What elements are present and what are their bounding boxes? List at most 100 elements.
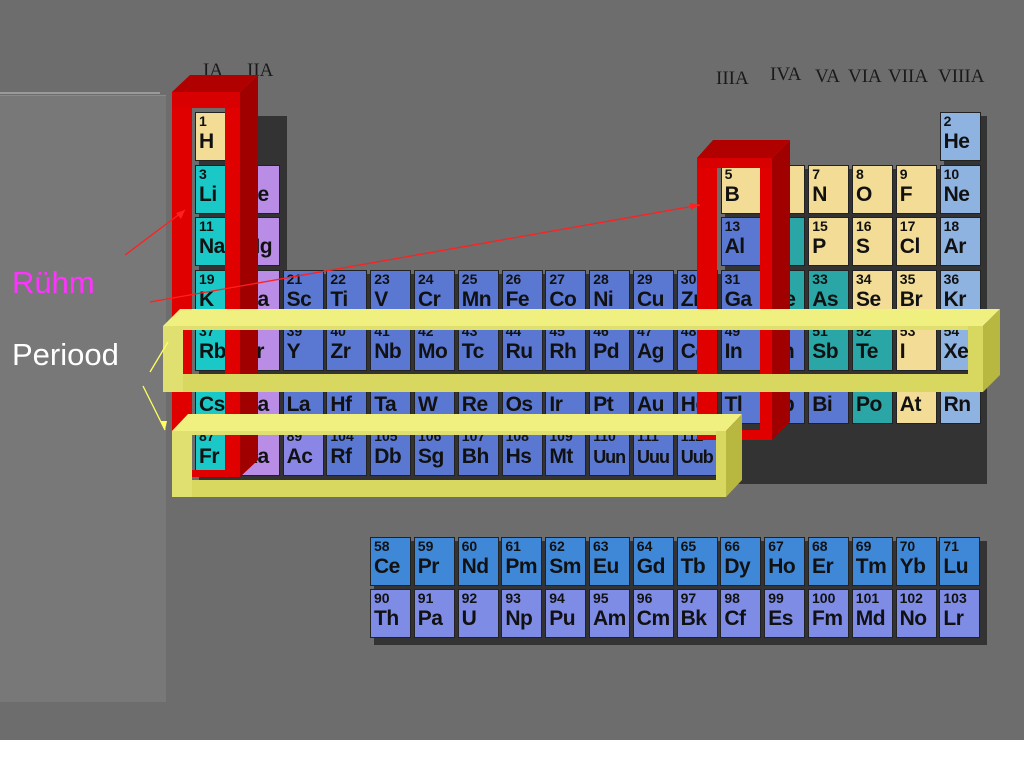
left-panel	[0, 95, 166, 702]
element-symbol: Nb	[374, 340, 402, 363]
element-symbol: Ca	[242, 287, 269, 311]
element-symbol: H	[199, 130, 214, 153]
element-symbol: Ta	[374, 392, 397, 416]
element-symbol: No	[899, 607, 928, 630]
element-symbol: Li	[199, 182, 217, 206]
element-symbol: Tl	[724, 392, 743, 416]
atomic-number: 73	[374, 375, 390, 392]
element-symbol: U	[461, 607, 477, 630]
atomic-number: 70	[899, 538, 916, 554]
element-symbol: Cm	[636, 607, 670, 630]
group-header-iiia: IIIA	[716, 68, 749, 89]
atomic-number: 56	[242, 375, 259, 392]
atomic-number: 33	[812, 270, 828, 287]
element-symbol: Ag	[637, 340, 665, 363]
element-symbol: Pu	[549, 607, 576, 630]
element-symbol: Er	[812, 555, 834, 578]
atomic-number: 49	[724, 323, 741, 339]
element-symbol: Sn	[768, 340, 795, 363]
element-symbol: Cd	[680, 340, 709, 363]
element-symbol: Pr	[417, 555, 440, 578]
element-symbol: Ir	[549, 392, 563, 416]
atomic-number: 22	[330, 270, 346, 287]
element-symbol: Rf	[330, 445, 352, 468]
group-header-iia: IIA	[247, 60, 274, 81]
element-symbol: F	[899, 182, 913, 206]
atomic-number: 88	[242, 428, 259, 444]
element-symbol: Xe	[943, 340, 969, 363]
atomic-number: 23	[374, 270, 390, 287]
atomic-number: 53	[899, 323, 916, 339]
atomic-number: 80	[680, 375, 697, 392]
element-symbol: Sb	[812, 340, 839, 363]
element-symbol: Cr	[418, 287, 441, 311]
element-symbol: Th	[374, 607, 399, 630]
atomic-number: 101	[855, 590, 880, 606]
atomic-number: 34	[856, 270, 872, 287]
element-symbol: He	[943, 130, 970, 153]
atomic-number: 46	[593, 323, 609, 339]
element-symbol: Cs	[199, 392, 225, 416]
element-symbol: Ac	[286, 445, 313, 468]
element-symbol: Mt	[549, 445, 573, 468]
atomic-number: 83	[812, 375, 828, 392]
atomic-number: 3	[199, 165, 207, 182]
atomic-number: 99	[768, 590, 784, 606]
element-symbol: Bh	[461, 445, 490, 468]
atomic-number: 106	[418, 428, 442, 444]
atomic-number: 32	[768, 270, 784, 287]
atomic-number: 98	[724, 590, 740, 606]
group-header-viiia: VIIIA	[938, 66, 985, 87]
element-symbol: Ce	[374, 555, 400, 578]
element-symbol: Cu	[637, 287, 665, 311]
atomic-number: 60	[461, 538, 478, 554]
atomic-number: 35	[899, 270, 916, 287]
group-header-via: VIA	[848, 66, 882, 87]
element-symbol: Ge	[768, 287, 796, 311]
atomic-number: 14	[768, 218, 784, 234]
element-symbol: Db	[374, 445, 402, 468]
atomic-number: 100	[812, 590, 836, 606]
element-symbol: Zn	[680, 287, 706, 311]
group-header-viia: VIIA	[888, 66, 929, 87]
atomic-number: 62	[549, 538, 565, 554]
